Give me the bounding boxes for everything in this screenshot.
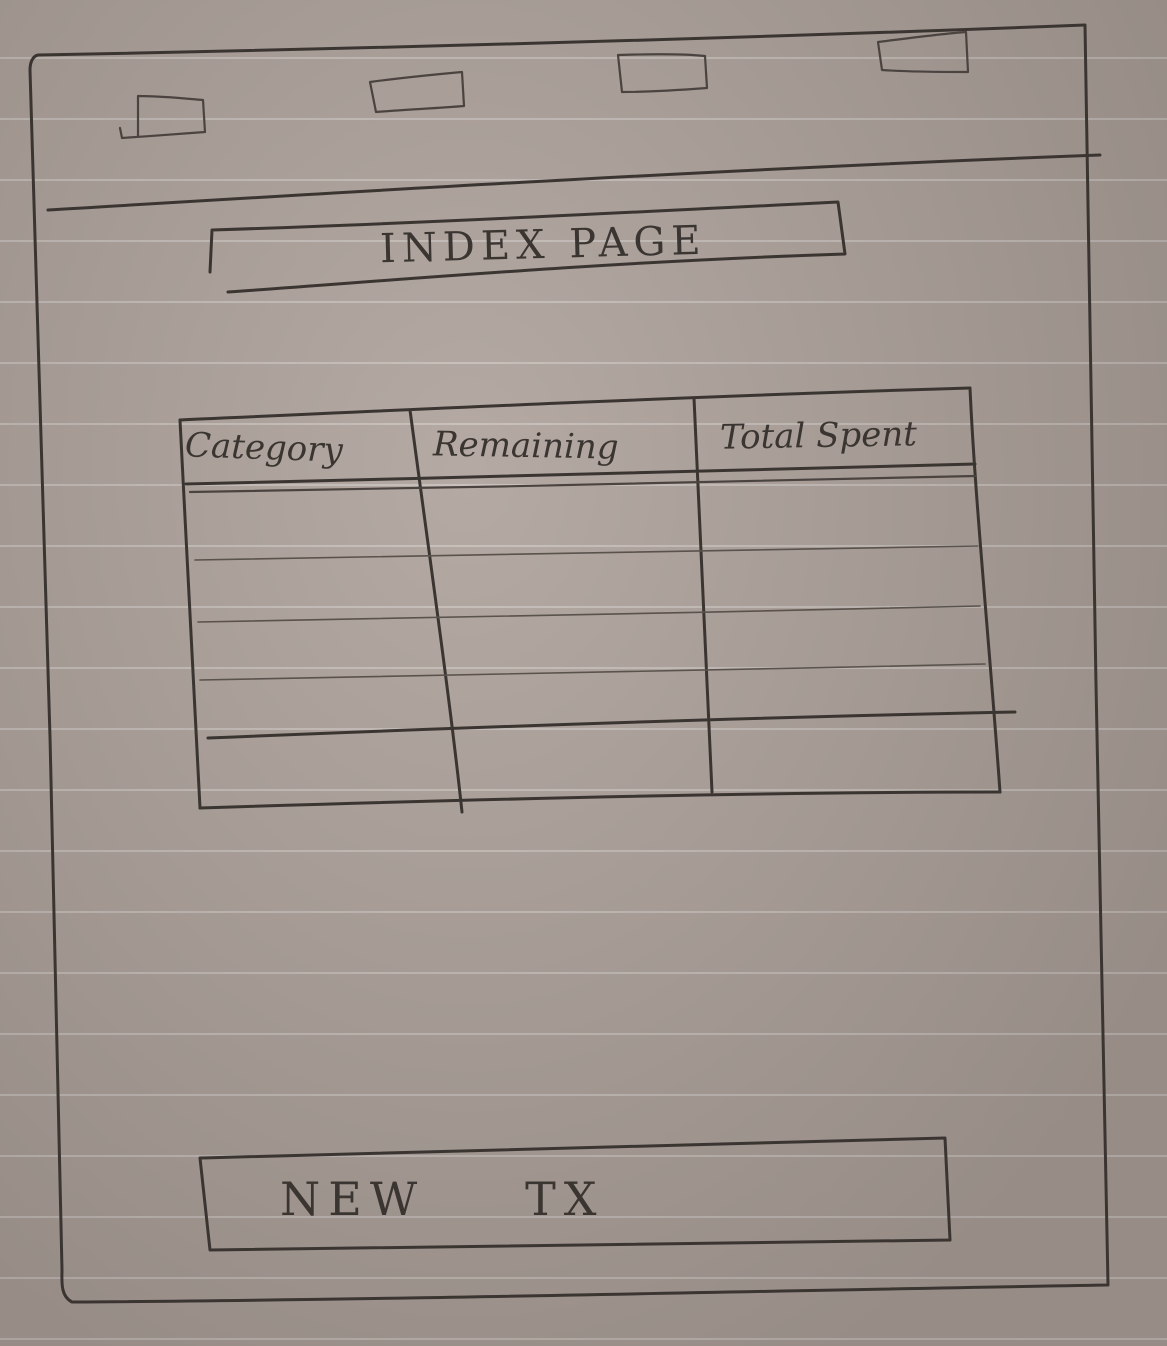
new-tx-label-tx: TX <box>525 1172 605 1226</box>
column-header-total-spent[interactable]: Total Spent <box>719 414 918 458</box>
column-header-remaining[interactable]: Remaining <box>432 424 619 468</box>
nav-tab-2[interactable] <box>368 70 466 114</box>
nav-tab-1[interactable] <box>118 94 207 140</box>
device-frame <box>28 23 1110 1304</box>
nav-divider <box>46 153 1102 212</box>
page-title-box <box>208 200 847 294</box>
nav-tab-4[interactable] <box>876 30 970 74</box>
new-tx-label-new: NEW <box>280 1172 426 1226</box>
new-tx-button[interactable]: NEW TX <box>280 1172 605 1226</box>
data-table-outline <box>178 386 1017 814</box>
new-tx-button-outline <box>198 1136 952 1252</box>
column-header-category[interactable]: Category <box>184 425 344 471</box>
nav-tab-3[interactable] <box>616 53 709 94</box>
page-title: INDEX PAGE <box>379 217 708 273</box>
